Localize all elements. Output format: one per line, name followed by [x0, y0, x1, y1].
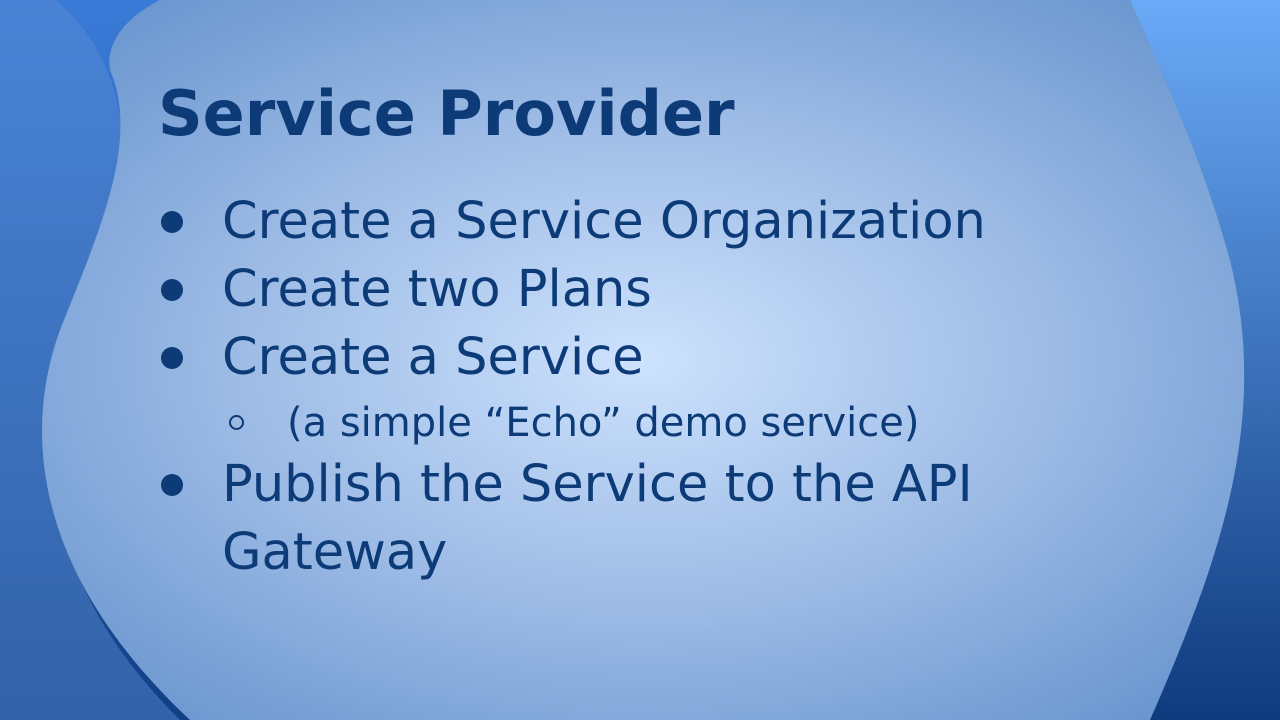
bullet-continuation: Gateway — [0, 521, 1280, 585]
bullet-item: Publish the Service to the API — [0, 453, 1280, 517]
bullet-dot-icon — [161, 279, 183, 301]
bullet-text: Publish the Service to the API — [222, 455, 973, 514]
bullet-item: Create a Service — [0, 326, 1280, 390]
right-edge-shape — [1130, 0, 1280, 720]
left-swoosh-shape — [0, 0, 180, 720]
sub-bullet-circle-icon — [229, 415, 244, 430]
bullet-dot-icon — [161, 347, 183, 369]
sub-bullet-text: (a simple “Echo” demo service) — [287, 400, 920, 446]
center-panel-shape — [42, 0, 1245, 720]
bullet-text: Create two Plans — [222, 260, 652, 319]
bullet-item: Create a Service Organization — [0, 190, 1280, 254]
bullet-text-continuation: Gateway — [222, 523, 448, 582]
bullet-dot-icon — [161, 474, 183, 496]
bullet-text: Create a Service — [222, 328, 644, 387]
sub-bullet-item: (a simple “Echo” demo service) — [0, 397, 1280, 461]
bullet-text: Create a Service Organization — [222, 192, 986, 251]
bullet-item: Create two Plans — [0, 258, 1280, 322]
bullet-dot-icon — [161, 211, 183, 233]
slide-title: Service Provider — [158, 77, 735, 150]
